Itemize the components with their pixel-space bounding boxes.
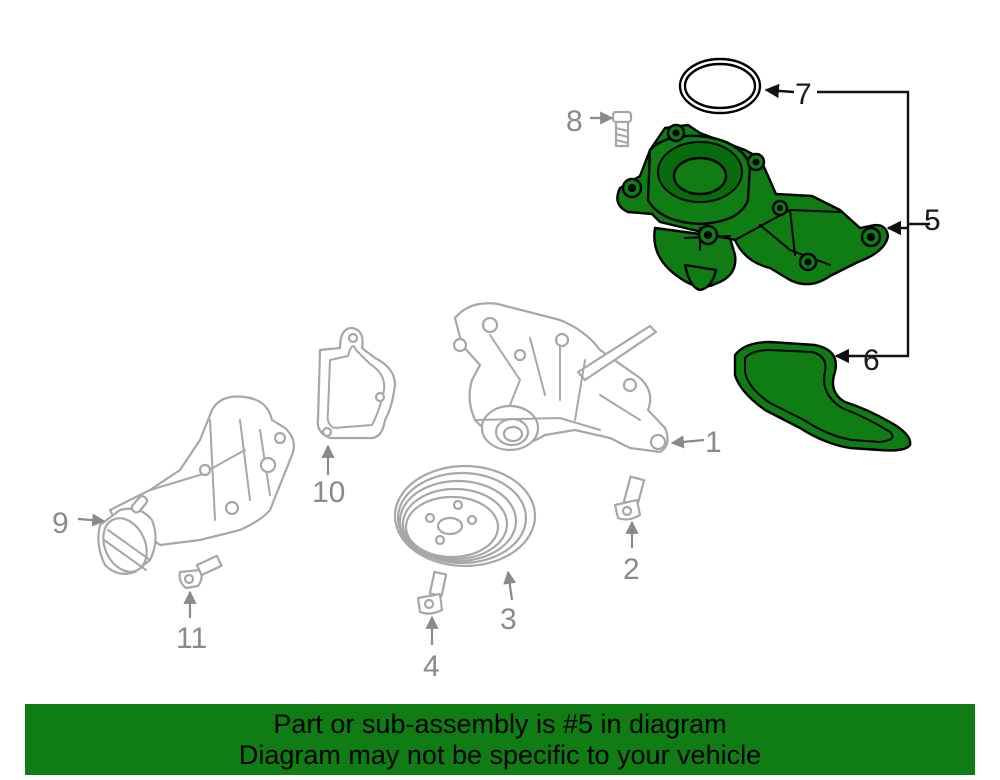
water-pump-part-1[interactable] [452, 302, 669, 454]
info-banner: Part or sub-assembly is #5 in diagram Di… [25, 704, 975, 775]
banner-line-1: Part or sub-assembly is #5 in diagram [273, 709, 727, 739]
banner-line-2: Diagram may not be specific to your vehi… [238, 740, 762, 770]
gasket-part-6[interactable] [733, 340, 912, 452]
callout-4[interactable]: 4 [423, 650, 440, 683]
bolt-part-4[interactable] [416, 570, 448, 615]
pulley-part-3[interactable] [393, 464, 537, 568]
callout-1[interactable]: 1 [705, 426, 722, 459]
water-pump-housing-part-5[interactable] [616, 123, 890, 292]
parts-diagram: 7 5 6 8 1 2 3 4 10 9 11 [52, 57, 941, 683]
bolt-part-11[interactable] [178, 554, 223, 590]
callout-9[interactable]: 9 [52, 507, 69, 540]
callout-6[interactable]: 6 [863, 344, 880, 377]
callout-11[interactable]: 11 [176, 622, 207, 655]
o-ring-part-7[interactable] [678, 57, 762, 115]
bolt-part-8[interactable] [611, 110, 633, 148]
bolt-part-2[interactable] [613, 475, 646, 521]
gasket-part-10[interactable] [316, 326, 397, 440]
callout-10[interactable]: 10 [312, 476, 345, 509]
callout-7[interactable]: 7 [795, 78, 812, 111]
callout-2[interactable]: 2 [623, 553, 640, 586]
callout-8[interactable]: 8 [566, 105, 583, 138]
thermostat-housing-part-9[interactable] [95, 395, 295, 579]
callout-5[interactable]: 5 [924, 204, 941, 237]
leader-lines [77, 83, 930, 645]
callout-3[interactable]: 3 [500, 603, 517, 636]
